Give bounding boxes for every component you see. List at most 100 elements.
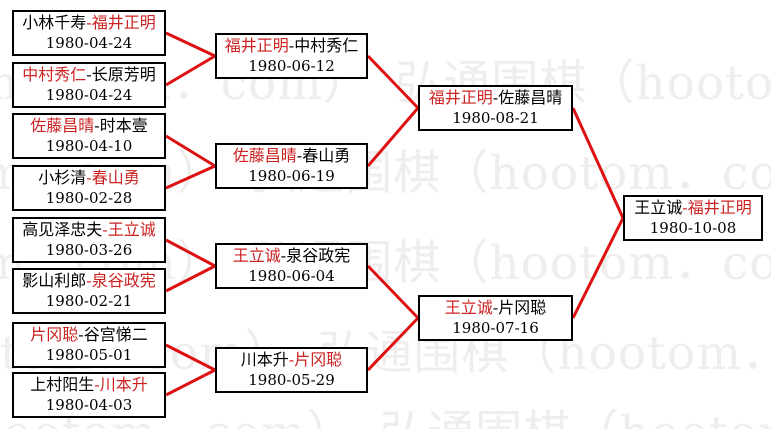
- match-date: 1980-06-19: [248, 167, 335, 185]
- player-name-winner: 川本升: [99, 375, 148, 394]
- player-name: 时本壹: [99, 116, 148, 135]
- player-name: 影山利郎: [22, 271, 87, 290]
- hyphen-separator: -: [86, 13, 92, 32]
- player-name: 高见泽忠夫: [22, 220, 103, 239]
- match-date: 1980-04-24: [45, 86, 133, 104]
- hyphen-separator: -: [86, 271, 92, 290]
- hyphen-separator: -: [94, 116, 100, 135]
- hyphen-separator: -: [94, 375, 100, 394]
- hyphen-separator: -: [288, 36, 295, 55]
- bracket-connector-line: [366, 107, 420, 167]
- player-name: 小杉清: [38, 168, 87, 187]
- hyphen-separator: -: [78, 325, 84, 344]
- match-players: 王立诚-片冈聪: [420, 297, 571, 318]
- hyphen-separator: -: [86, 168, 92, 187]
- match-players: 福井正明-中村秀仁: [217, 35, 366, 56]
- match-date: 1980-02-21: [45, 292, 133, 310]
- match-date: 1980-05-01: [45, 346, 133, 364]
- bracket-connector-line: [366, 54, 420, 110]
- match-players: 影山利郎-泉谷政宪: [14, 270, 164, 291]
- bracket-connector-line: [165, 343, 216, 372]
- hyphen-separator: -: [288, 350, 295, 369]
- bracket-connector-line: [165, 54, 216, 87]
- hyphen-separator: -: [492, 298, 499, 317]
- match-box-round-1-1: 小林千寿-福井正明 1980-04-24: [12, 10, 166, 56]
- match-players: 小杉清-春山勇: [14, 167, 164, 188]
- player-name: 谷宫悌二: [83, 325, 148, 344]
- match-date: 1980-04-10: [45, 137, 133, 155]
- match-date: 1980-06-04: [248, 267, 335, 285]
- hyphen-separator: -: [682, 198, 688, 217]
- player-name: 小林千寿: [22, 13, 87, 32]
- player-name-winner: 王立诚: [232, 246, 281, 265]
- bracket-connector-line: [571, 107, 625, 219]
- bracket-connector-line: [571, 217, 625, 319]
- hyphen-separator: -: [296, 146, 303, 165]
- hyphen-separator: -: [86, 65, 92, 84]
- match-players: 王立诚-泉谷政宪: [217, 245, 366, 266]
- match-date: 1980-08-21: [452, 109, 539, 127]
- player-name-winner: 片冈聪: [294, 350, 343, 369]
- match-players: 福井正明-佐藤昌晴: [420, 87, 571, 108]
- player-name: 佐藤昌晴: [498, 88, 563, 107]
- hyphen-separator: -: [102, 220, 108, 239]
- player-name-winner: 福井正明: [91, 13, 156, 32]
- bracket-connector-line: [366, 264, 420, 320]
- player-name-winner: 春山勇: [91, 168, 140, 187]
- player-name-winner: 福井正明: [224, 36, 289, 55]
- bracket-connector-line: [165, 134, 216, 168]
- match-players: 川本升-片冈聪: [217, 349, 366, 370]
- match-date: 1980-02-28: [45, 189, 133, 207]
- match-date: 1980-04-03: [45, 396, 133, 414]
- player-name: 川本升: [240, 350, 289, 369]
- match-date: 1980-05-29: [248, 371, 335, 389]
- match-players: 片冈聪-谷宫悌二: [14, 324, 164, 345]
- match-date: 1980-07-16: [452, 319, 539, 337]
- match-box-round-1-8: 上村阳生-川本升 1980-04-03: [12, 372, 166, 418]
- hyphen-separator: -: [280, 246, 287, 265]
- player-name-winner: 福井正明: [428, 88, 493, 107]
- match-players: 高见泽忠夫-王立诚: [14, 219, 164, 240]
- player-name: 长原芳明: [91, 65, 156, 84]
- match-date: 1980-04-24: [45, 34, 133, 52]
- match-date: 1980-03-26: [45, 241, 133, 259]
- bracket-connector-line: [165, 31, 216, 58]
- player-name-winner: 王立诚: [107, 220, 156, 239]
- player-name-winner: 佐藤昌晴: [30, 116, 95, 135]
- player-name-winner: 王立诚: [444, 298, 493, 317]
- player-name: 上村阳生: [30, 375, 95, 394]
- match-box-final-1: 王立诚-福井正明 1980-10-08: [623, 195, 763, 241]
- bracket-connector-line: [165, 238, 216, 268]
- watermark-text: 弘通围棋（hootom．com） 弘通围棋（hootom．com） 弘通围棋（h…: [0, 394, 771, 429]
- match-players: 佐藤昌晴-春山勇: [217, 145, 366, 166]
- player-name: 泉谷政宪: [286, 246, 351, 265]
- match-date: 1980-06-12: [248, 57, 335, 75]
- player-name-winner: 福井正明: [687, 198, 752, 217]
- bracket-connector-line: [165, 368, 216, 397]
- bracket-connector-line: [165, 264, 216, 293]
- match-players: 中村秀仁-长原芳明: [14, 64, 164, 85]
- player-name: 王立诚: [634, 198, 683, 217]
- match-players: 佐藤昌晴-时本壹: [14, 115, 164, 136]
- bracket-connector-line: [366, 316, 420, 372]
- hyphen-separator: -: [492, 88, 499, 107]
- match-date: 1980-10-08: [649, 219, 737, 237]
- player-name-winner: 佐藤昌晴: [232, 146, 297, 165]
- player-name-winner: 片冈聪: [30, 325, 79, 344]
- player-name: 片冈聪: [498, 298, 547, 317]
- player-name: 春山勇: [302, 146, 351, 165]
- bracket-connector-line: [165, 164, 216, 190]
